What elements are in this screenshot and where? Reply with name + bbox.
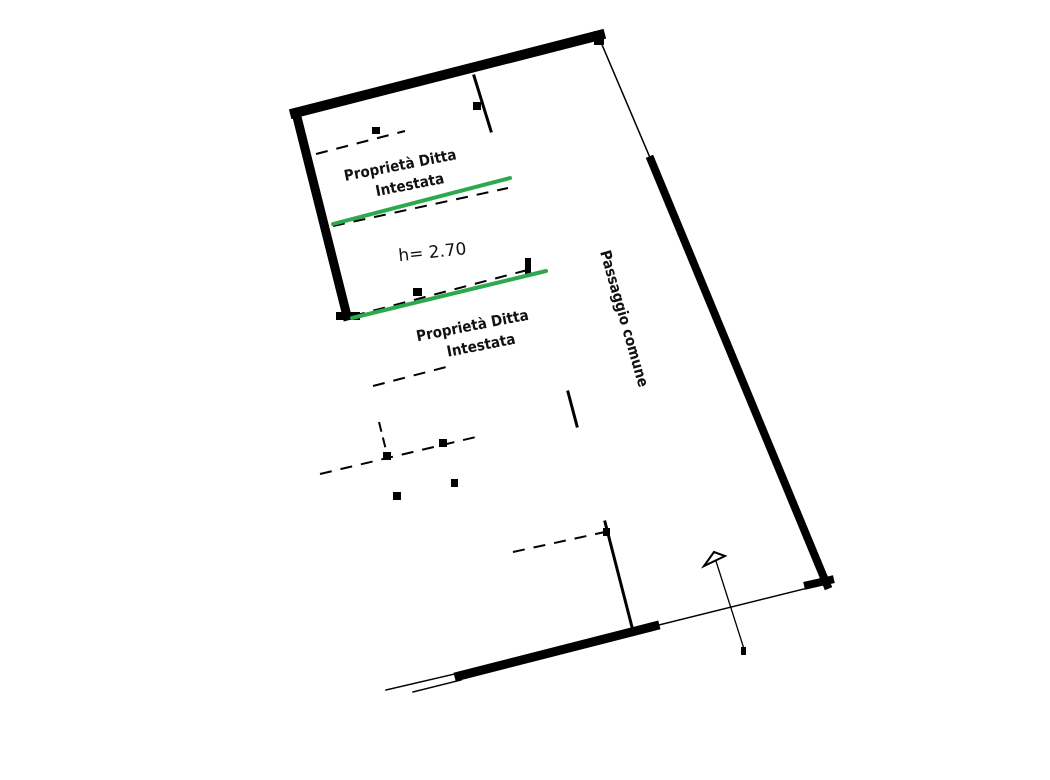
corridor-label: Passaggio comune: [596, 248, 652, 389]
room-label-lower: Proprietà Ditta Intestata: [415, 306, 530, 361]
height-label: h= 2.70: [397, 239, 467, 266]
north-arrow-icon: [700, 550, 746, 655]
pillars: [372, 127, 531, 500]
walls: [288, 28, 835, 693]
highlight-lines: [331, 176, 548, 320]
dashed-lines: [315, 130, 606, 553]
